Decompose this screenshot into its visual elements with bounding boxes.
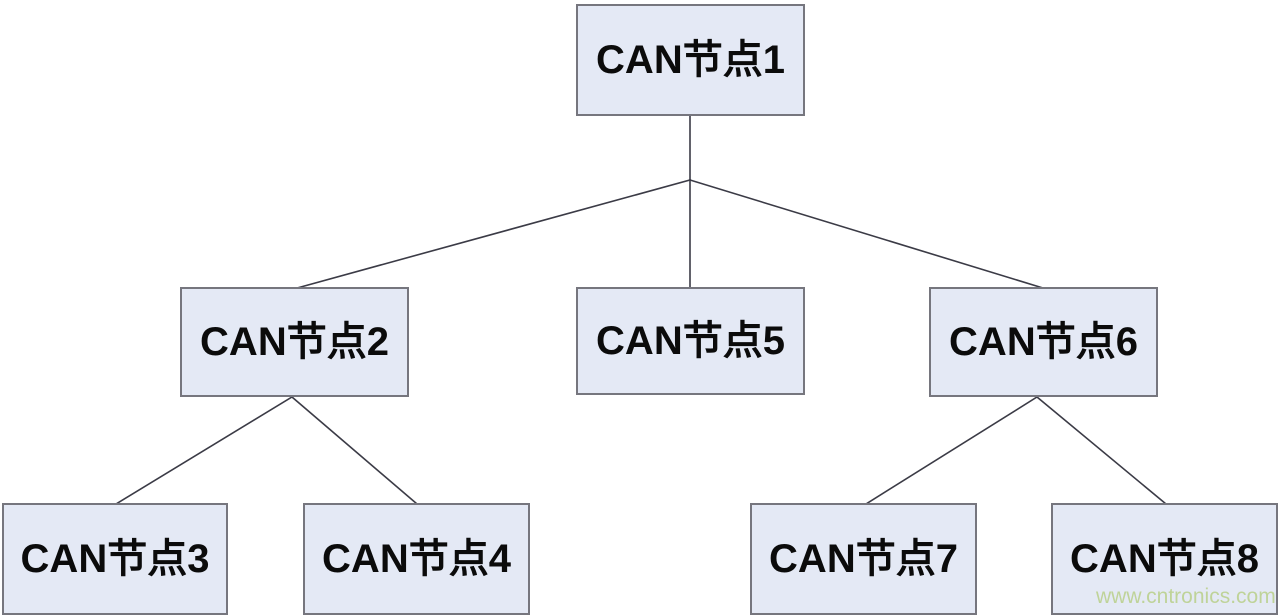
edge-junction-n6	[689, 179, 1044, 289]
node-can-2[interactable]: CAN节点2	[180, 287, 409, 397]
node-label: CAN节点4	[322, 537, 511, 581]
node-label: CAN节点6	[949, 320, 1138, 364]
node-label: CAN节点3	[20, 537, 210, 581]
node-can-3[interactable]: CAN节点3	[2, 503, 228, 615]
node-label: CAN节点5	[596, 319, 785, 363]
node-label: CAN节点8	[1070, 537, 1259, 581]
edge-n2-n3	[114, 395, 294, 506]
node-label: CAN节点7	[769, 537, 958, 581]
node-can-4[interactable]: CAN节点4	[303, 503, 530, 615]
node-label: CAN节点1	[596, 38, 785, 82]
node-can-6[interactable]: CAN节点6	[929, 287, 1158, 397]
edge-junction-n2	[296, 179, 691, 289]
edge-n6-n7	[864, 395, 1039, 506]
edge-n6-n8	[1035, 395, 1168, 506]
node-can-5[interactable]: CAN节点5	[576, 287, 805, 395]
node-can-7[interactable]: CAN节点7	[750, 503, 977, 615]
site-watermark: www.cntronics.com	[1096, 585, 1276, 608]
node-can-1[interactable]: CAN节点1	[576, 4, 805, 116]
node-label: CAN节点2	[200, 320, 389, 364]
edge-n2-n4	[290, 395, 419, 506]
